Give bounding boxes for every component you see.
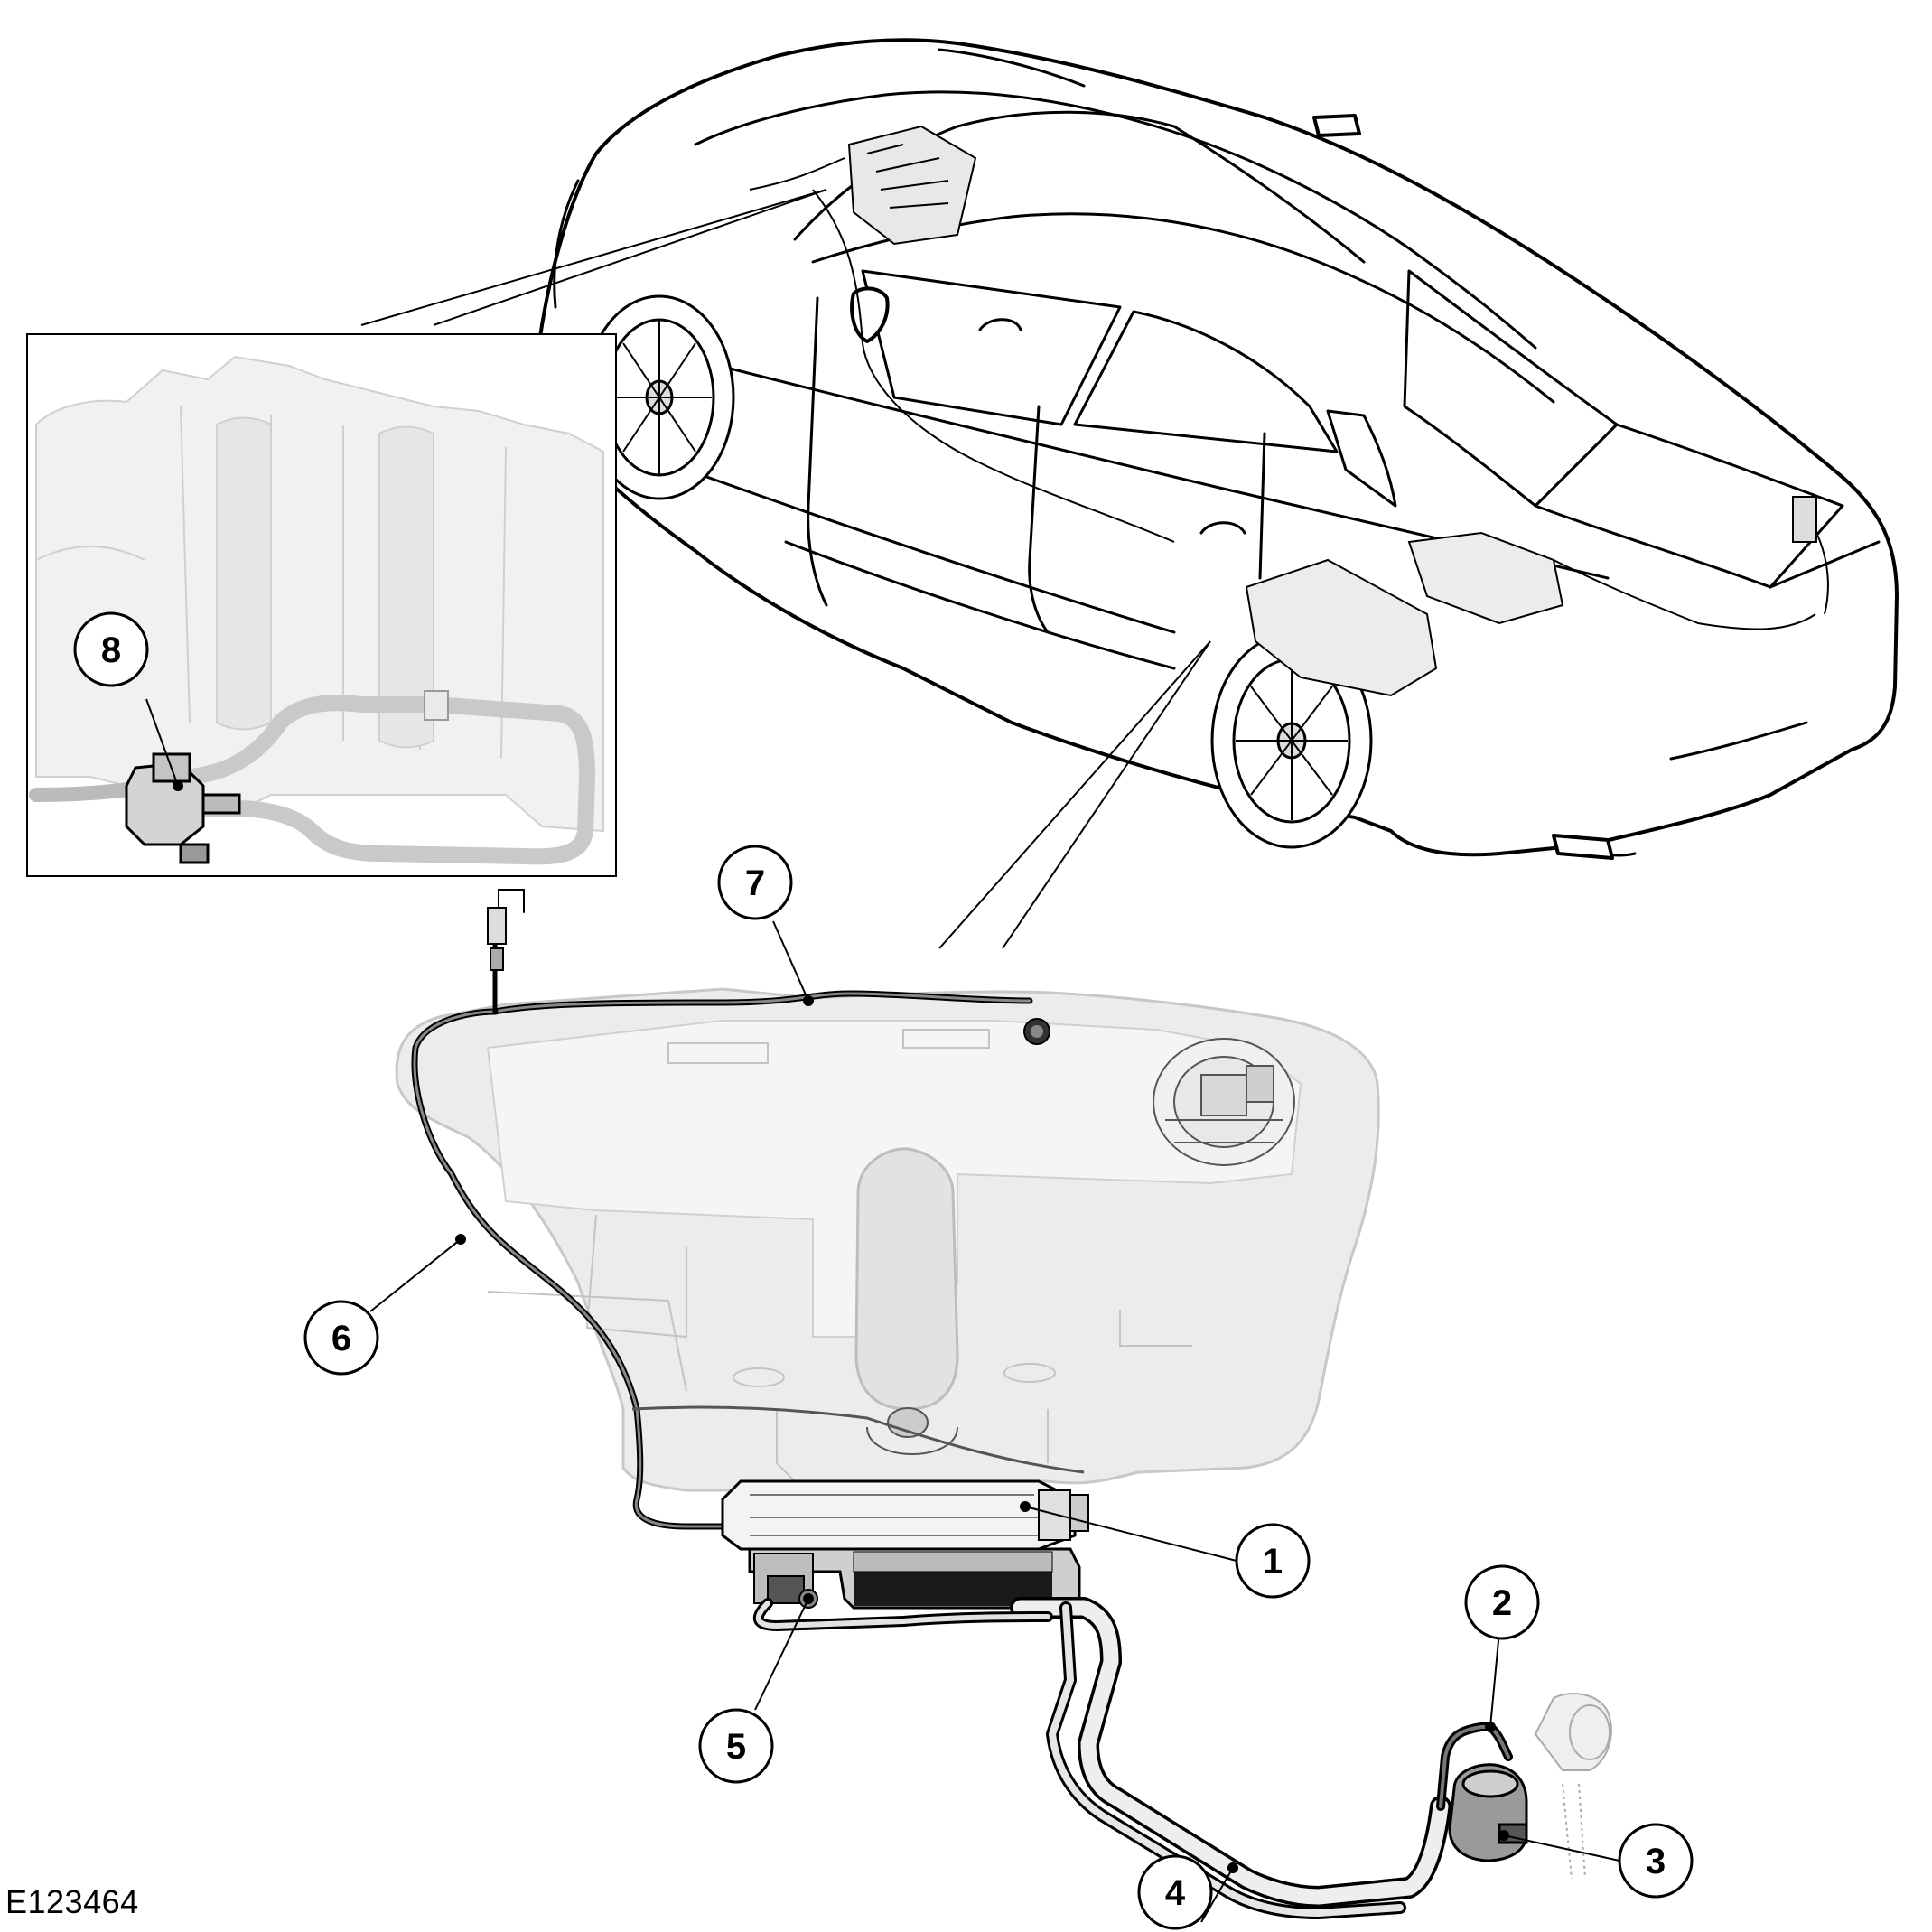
evap-canister (721, 1479, 1089, 1610)
rear-wheel (1210, 632, 1373, 849)
callout-1-label: 1 (1263, 1542, 1283, 1582)
filler-pipe-4 (752, 1597, 1451, 1919)
figure-reference-code: E123464 (5, 1883, 139, 1920)
callout-leaders (145, 698, 1620, 1923)
intake-manifold-inset (26, 333, 617, 877)
vehicle-fuel-tank (1245, 531, 1564, 697)
callout-8-label: 8 (101, 630, 121, 670)
callout-5-label: 5 (726, 1727, 746, 1767)
vehicle-outline (537, 38, 1899, 860)
fuel-filler-cap (1534, 1693, 1612, 1880)
vapor-line-6 (411, 889, 753, 1530)
callout-1: 1 (1235, 1523, 1311, 1599)
callout-5: 5 (698, 1708, 774, 1784)
canister-vent-valve (753, 1553, 818, 1609)
callout-7: 7 (717, 845, 793, 920)
callout-2: 2 (1464, 1564, 1540, 1640)
fuel-pump-module (1153, 1038, 1295, 1166)
callout-8: 8 (73, 611, 149, 687)
tank-bottom-line (631, 1405, 1085, 1474)
filler-neck-check-valve (1448, 1763, 1528, 1862)
callout-4-label: 4 (1165, 1873, 1186, 1913)
vapor-line-7 (491, 990, 1033, 1015)
callout-6: 6 (303, 1300, 379, 1376)
callout-4: 4 (1137, 1854, 1213, 1930)
callout-7-label: 7 (745, 863, 765, 903)
vehicle-fuel-lines (749, 157, 1829, 630)
callout-3: 3 (1618, 1823, 1694, 1899)
detail-leader-lines (360, 189, 1211, 949)
tank-vent-valve (1023, 1018, 1050, 1045)
filler-vent-line-2 (1436, 1722, 1513, 1811)
callout-6-label: 6 (331, 1319, 351, 1358)
intake-manifold (35, 355, 604, 833)
rollover-valve (866, 1407, 958, 1455)
front-wheel (583, 294, 735, 500)
vehicle-engine-intake (847, 125, 977, 246)
purge-hose-inset (29, 690, 596, 865)
fuel-tank (395, 987, 1380, 1492)
callout-3-label: 3 (1646, 1842, 1666, 1881)
callout-2-label: 2 (1492, 1583, 1512, 1623)
purge-valve (125, 752, 241, 864)
